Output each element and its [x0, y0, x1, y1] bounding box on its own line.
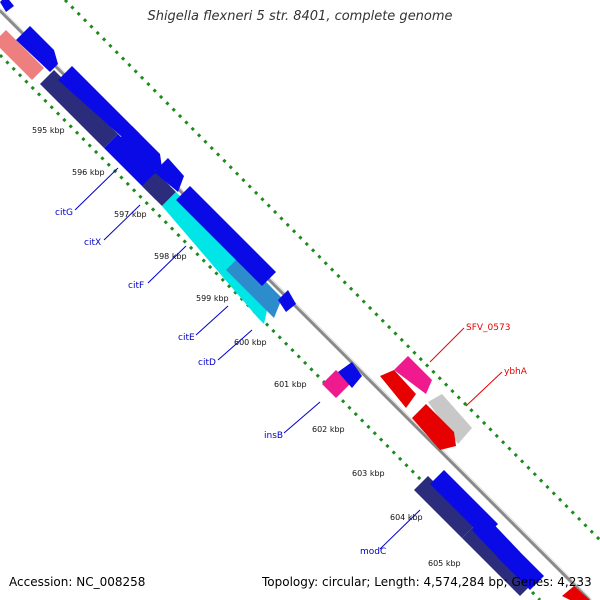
gene-SFV_0573 — [394, 356, 432, 394]
gene-dark-595 — [40, 70, 118, 148]
gene-blue-top-2 — [16, 26, 58, 72]
gene-modC-blue — [462, 524, 534, 596]
gene-red-end — [562, 586, 590, 600]
tick-label: 603 kbp — [352, 469, 385, 478]
gene-label-modC: modC — [360, 547, 386, 557]
gene-blue-top-3 — [58, 66, 140, 146]
callout-line — [283, 401, 321, 434]
gene-salmon — [0, 30, 44, 80]
callout-line — [147, 245, 187, 284]
gene-blue-top-4 — [118, 126, 162, 172]
tick-label: 604 kbp — [390, 513, 423, 522]
tick-label: 595 kbp — [32, 126, 65, 135]
tick-label: 605 kbp — [428, 559, 461, 568]
tick-label: 599 kbp — [196, 294, 229, 303]
accession-label: Accession: NC_008258 — [9, 575, 146, 589]
gene-label-ybhA: ybhA — [504, 367, 528, 377]
gene-label-citX: citX — [84, 238, 101, 248]
gene-blue-top-1 — [0, 0, 14, 12]
gene-label-citE: citE — [178, 333, 195, 343]
gene-label-citF: citF — [128, 281, 144, 291]
summary-label: Topology: circular; Length: 4,574,284 bp… — [262, 575, 592, 589]
gene-label-SFV_0573: SFV_0573 — [466, 323, 510, 333]
gene-citX — [142, 172, 176, 206]
gene-modC-dark — [414, 476, 476, 538]
tick-label: 601 kbp — [274, 380, 307, 389]
gene-citF-cyan — [162, 192, 272, 324]
gene-blue-606 — [498, 544, 544, 590]
gene-blue-top-5 — [154, 158, 184, 192]
inner-strand-genes — [0, 30, 534, 596]
gene-blue-top-6 — [176, 186, 276, 286]
gene-red-2 — [412, 404, 456, 450]
gene-label-citD: citD — [198, 358, 216, 368]
callout-line — [195, 305, 229, 336]
gene-insB-rev — [338, 362, 362, 388]
tick-label: 598 kbp — [154, 252, 187, 261]
callout-line — [74, 167, 119, 211]
gene-citE — [226, 256, 282, 318]
gene-label-insB: insB — [264, 431, 283, 441]
callout-line — [465, 371, 503, 407]
gene-callouts: citG citX citF citE citD insB modC SFV_0573 ybhA — [55, 167, 528, 557]
callout-line — [217, 329, 253, 361]
tick-label: 596 kbp — [72, 168, 105, 177]
outer-dotted-track-top — [63, 0, 600, 542]
gene-ybhA-red — [380, 370, 416, 408]
callout-line — [379, 509, 421, 550]
genome-title: Shigella flexneri 5 str. 8401, complete … — [147, 9, 453, 24]
gene-blue-top-7 — [278, 290, 296, 312]
gene-ybhA-gray — [428, 394, 472, 444]
callout-line — [429, 327, 465, 363]
tick-label: 600 kbp — [234, 338, 267, 347]
tick-label: 602 kbp — [312, 425, 345, 434]
callout-line — [103, 204, 141, 241]
gene-label-citG: citG — [55, 208, 73, 218]
